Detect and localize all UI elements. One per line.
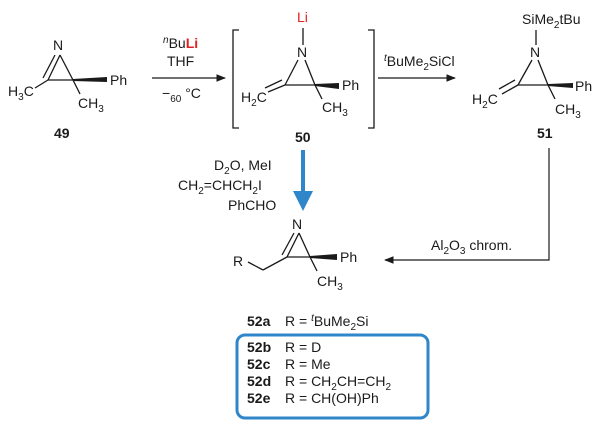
compound-51: SiMe2tBu N H2C Ph CH3 51 bbox=[472, 11, 592, 141]
c49-ph-group: Ph bbox=[110, 72, 127, 88]
arrow-step-1: nBuLi THF −60 °C bbox=[152, 35, 226, 105]
product-52c-id: 52c bbox=[247, 356, 271, 372]
compound-50-label: 50 bbox=[295, 129, 311, 145]
product-52c-r: R = Me bbox=[285, 356, 331, 372]
c50-ch3-group: CH3 bbox=[322, 99, 348, 119]
c52-ph-group: Ph bbox=[340, 249, 357, 265]
compound-51-label: 51 bbox=[537, 125, 553, 141]
step3-reagent-3: PhCHO bbox=[228, 197, 276, 213]
product-52b-id: 52b bbox=[247, 339, 271, 355]
c52-n-atom: N bbox=[292, 216, 302, 232]
c52-r-group: R bbox=[233, 253, 243, 269]
compound-50: Li N H2C Ph CH3 50 bbox=[241, 9, 359, 145]
arrow-step-4: Al2O3 chrom. bbox=[384, 148, 550, 264]
c49-n-atom: N bbox=[53, 37, 63, 53]
c52-ch3-group: CH3 bbox=[317, 273, 343, 293]
brackets-50 bbox=[232, 29, 375, 129]
product-52d-id: 52d bbox=[247, 373, 271, 389]
step3-reagent-2: CH2=CHCH2I bbox=[178, 177, 262, 197]
step2-reagent: tBuMe2SiCl bbox=[384, 53, 455, 73]
compound-52: N R Ph CH3 bbox=[233, 216, 357, 293]
c51-silyl-group: SiMe2tBu bbox=[522, 11, 580, 31]
c49-ch3-group: CH3 bbox=[78, 95, 104, 115]
c51-ch3-group: CH3 bbox=[555, 101, 581, 121]
product-52d-r: R = CH2CH=CH2 bbox=[285, 373, 391, 393]
step1-temperature: −60 °C bbox=[162, 85, 201, 105]
c51-n-atom: N bbox=[530, 44, 540, 60]
compound-49: N H3C Ph CH3 49 bbox=[8, 37, 127, 141]
product-list: 52a R = tBuMe2Si 52b R = D 52c R = Me 52… bbox=[235, 313, 430, 420]
product-52a-r: R = tBuMe2Si bbox=[285, 313, 368, 333]
c50-ph-group: Ph bbox=[342, 77, 359, 93]
product-52a-id: 52a bbox=[247, 313, 271, 329]
compound-49-label: 49 bbox=[54, 125, 70, 141]
arrow-step-2: tBuMe2SiCl bbox=[378, 53, 456, 82]
arrow-step-3: D2O, MeI CH2=CHCH2I PhCHO bbox=[178, 150, 313, 213]
step4-reagent: Al2O3 chrom. bbox=[431, 237, 512, 257]
step1-reagent: nBuLi bbox=[163, 35, 198, 51]
c49-h3c-group: H3C bbox=[8, 83, 34, 103]
product-52e-id: 52e bbox=[247, 390, 271, 406]
product-box bbox=[235, 333, 430, 420]
c50-n-atom: N bbox=[297, 44, 307, 60]
c51-ph-group: Ph bbox=[575, 78, 592, 94]
product-52e-r: R = CH(OH)Ph bbox=[285, 390, 379, 406]
c51-h2c-group: H2C bbox=[472, 91, 498, 111]
step1-solvent: THF bbox=[167, 53, 194, 69]
product-52b-r: R = D bbox=[285, 339, 321, 355]
step3-reagent-1: D2O, MeI bbox=[214, 157, 272, 177]
c50-li-atom: Li bbox=[297, 9, 308, 25]
c50-h2c-group: H2C bbox=[241, 89, 267, 109]
